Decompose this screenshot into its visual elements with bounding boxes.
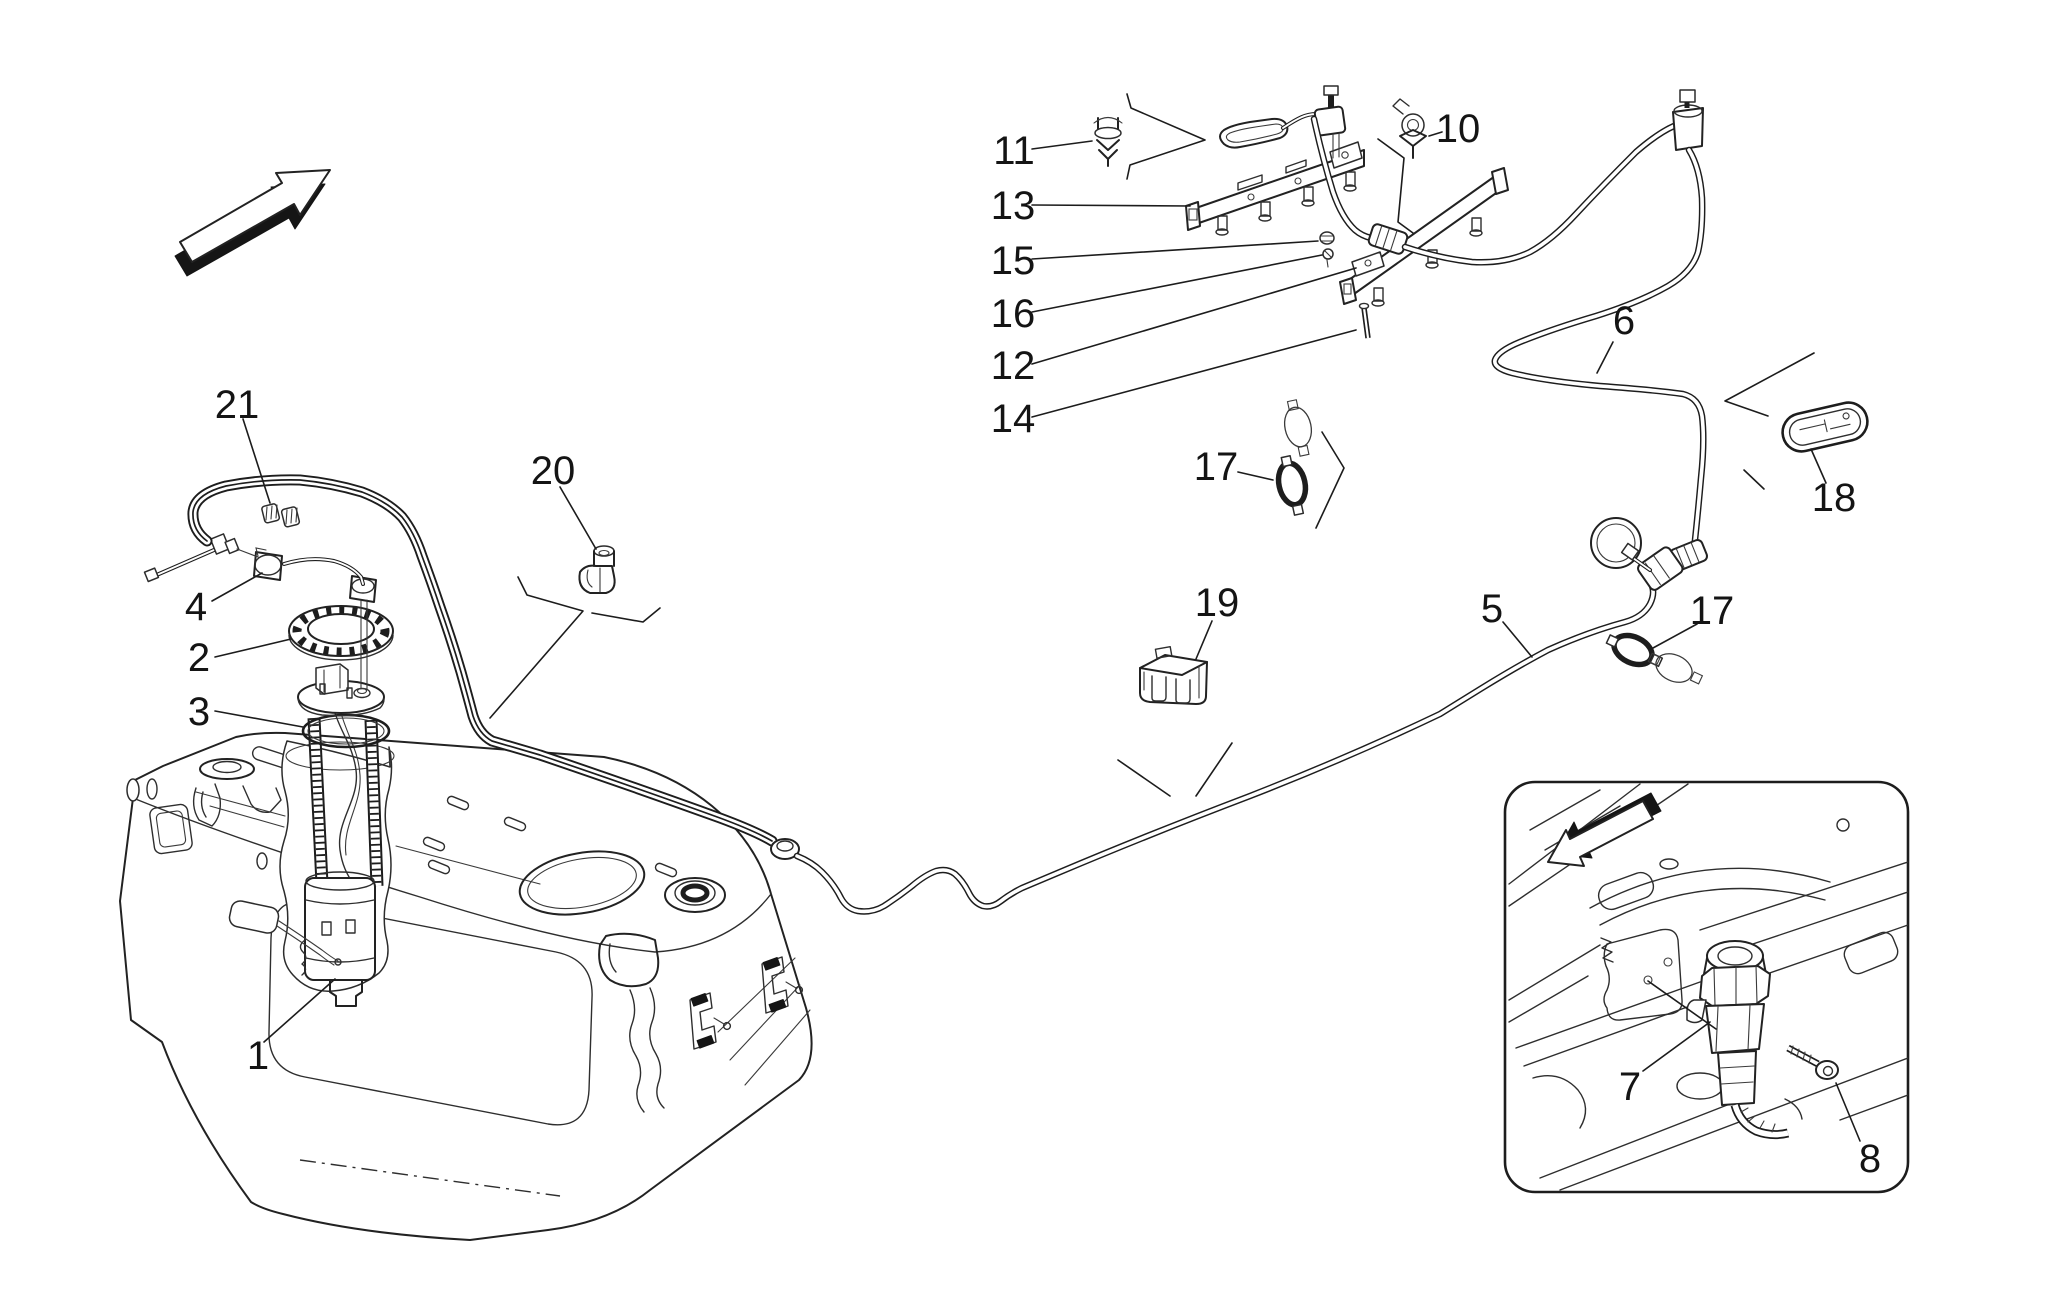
callout-17b-leader: [1652, 623, 1698, 649]
screw-16: [1322, 248, 1334, 268]
callout-8-leader: [1835, 1082, 1861, 1142]
callout-5-label: 5: [1481, 587, 1503, 631]
fuel-level-float: [228, 900, 342, 966]
callout-20-leader: [559, 486, 597, 550]
return-pipe-loop: [1219, 117, 1289, 149]
callout-5-leader: [1502, 621, 1533, 658]
callout-8-label: 8: [1859, 1137, 1881, 1181]
pigtail-connector: [1590, 517, 1652, 572]
bracket-18a: [1724, 352, 1815, 417]
oval-cover-18: [1781, 401, 1869, 453]
bracket-11: [1126, 93, 1206, 180]
fuel-supply-pipes: [187, 474, 1657, 915]
clip-11: [1093, 116, 1123, 167]
callout-18-label: 18: [1812, 476, 1857, 520]
callout-10-label: 10: [1436, 107, 1481, 151]
pump-wiring: [329, 691, 358, 889]
tank-mount-bracket: [689, 956, 804, 1050]
callout-6-leader: [1596, 341, 1614, 374]
bracket-20a: [489, 576, 584, 719]
callout-7-label: 7: [1619, 1065, 1641, 1109]
fuel-rail-13: [1185, 141, 1365, 236]
callout-16-label: 16: [991, 292, 1036, 336]
mounting-pin-14: [1358, 302, 1371, 339]
grommet-17-left: [1275, 399, 1313, 516]
fuel-rails-assembly: [1185, 85, 1704, 339]
bracket-10: [1377, 138, 1414, 234]
callout-10-leader: [1428, 131, 1443, 137]
bracket-20b: [591, 607, 661, 623]
callout-4-leader: [211, 572, 263, 602]
clips-21: [261, 503, 301, 528]
banjo-fitting: [1672, 89, 1704, 151]
pump-flange: [297, 663, 385, 717]
direction-arrow-icon: [174, 169, 331, 277]
callout-17b-label: 17: [1690, 589, 1735, 633]
callout-17a-label: 17: [1194, 445, 1239, 489]
callout-20-label: 20: [531, 449, 576, 493]
inset-direction-arrow-icon: [1547, 792, 1662, 867]
bracket-18b: [1743, 469, 1765, 490]
callout-13-leader: [1031, 204, 1191, 207]
vent-valve-7: [1686, 940, 1790, 1140]
bolt-8: [1786, 1044, 1839, 1080]
callout-2-leader: [214, 638, 292, 658]
pump-lock-ring: [288, 605, 394, 661]
pump-canister: [299, 871, 376, 1007]
callout-3-label: 3: [188, 690, 210, 734]
bracket-17a: [1315, 431, 1345, 529]
fuel-hose-6: [1491, 146, 1708, 591]
callout-12-leader: [1031, 267, 1357, 365]
callout-6-label: 6: [1613, 299, 1635, 343]
bracket-7: [1647, 980, 1717, 1030]
callout-19-leader: [1195, 620, 1213, 660]
callout-11-leader: [1031, 140, 1093, 150]
flange-elbow-fitting: [349, 575, 377, 690]
pointer-lines: [211, 93, 1861, 1142]
pipe-end-fitting: [143, 533, 259, 583]
clip-20: [578, 545, 616, 594]
pump-guide-rods: [307, 717, 384, 887]
callout-21-leader: [242, 418, 271, 504]
loop-riser-fitting: [1281, 85, 1347, 159]
bracket-19a: [1117, 759, 1171, 797]
grommet-17-right: [1605, 632, 1704, 685]
callout-11-label: 11: [993, 129, 1035, 173]
callout-15-leader: [1031, 240, 1319, 260]
fuel-rail-12: [1339, 167, 1509, 307]
callout-13-label: 13: [991, 184, 1036, 228]
callout-3-leader: [214, 710, 304, 728]
callout-1-leader: [263, 978, 336, 1043]
bracket-19: [1139, 645, 1208, 705]
callout-19-label: 19: [1195, 581, 1240, 625]
pass-through-grommet: [770, 838, 800, 860]
callout-14-leader: [1031, 329, 1357, 418]
callout-12-label: 12: [991, 344, 1036, 388]
clip-10: [1392, 98, 1427, 159]
callout-18-leader: [1810, 448, 1827, 484]
nut-15: [1319, 231, 1335, 245]
callout-2-label: 2: [188, 636, 210, 680]
small-parts: [261, 98, 1869, 705]
callout-7-leader: [1642, 1021, 1711, 1072]
bracket-19b: [1195, 742, 1233, 797]
callout-4-label: 4: [185, 585, 207, 629]
callout-1-label: 1: [247, 1034, 269, 1078]
callout-14-label: 14: [991, 397, 1036, 441]
callout-16-leader: [1031, 254, 1323, 313]
callout-17a-leader: [1237, 471, 1274, 481]
inset-detail-box: [1503, 780, 1910, 1194]
hose-coupler: [1367, 223, 1409, 255]
callout-15-label: 15: [991, 239, 1036, 283]
hose-elbow-connector: [1637, 539, 1708, 591]
callout-21-label: 21: [215, 383, 260, 427]
fuel-pump-module: [143, 533, 394, 1007]
